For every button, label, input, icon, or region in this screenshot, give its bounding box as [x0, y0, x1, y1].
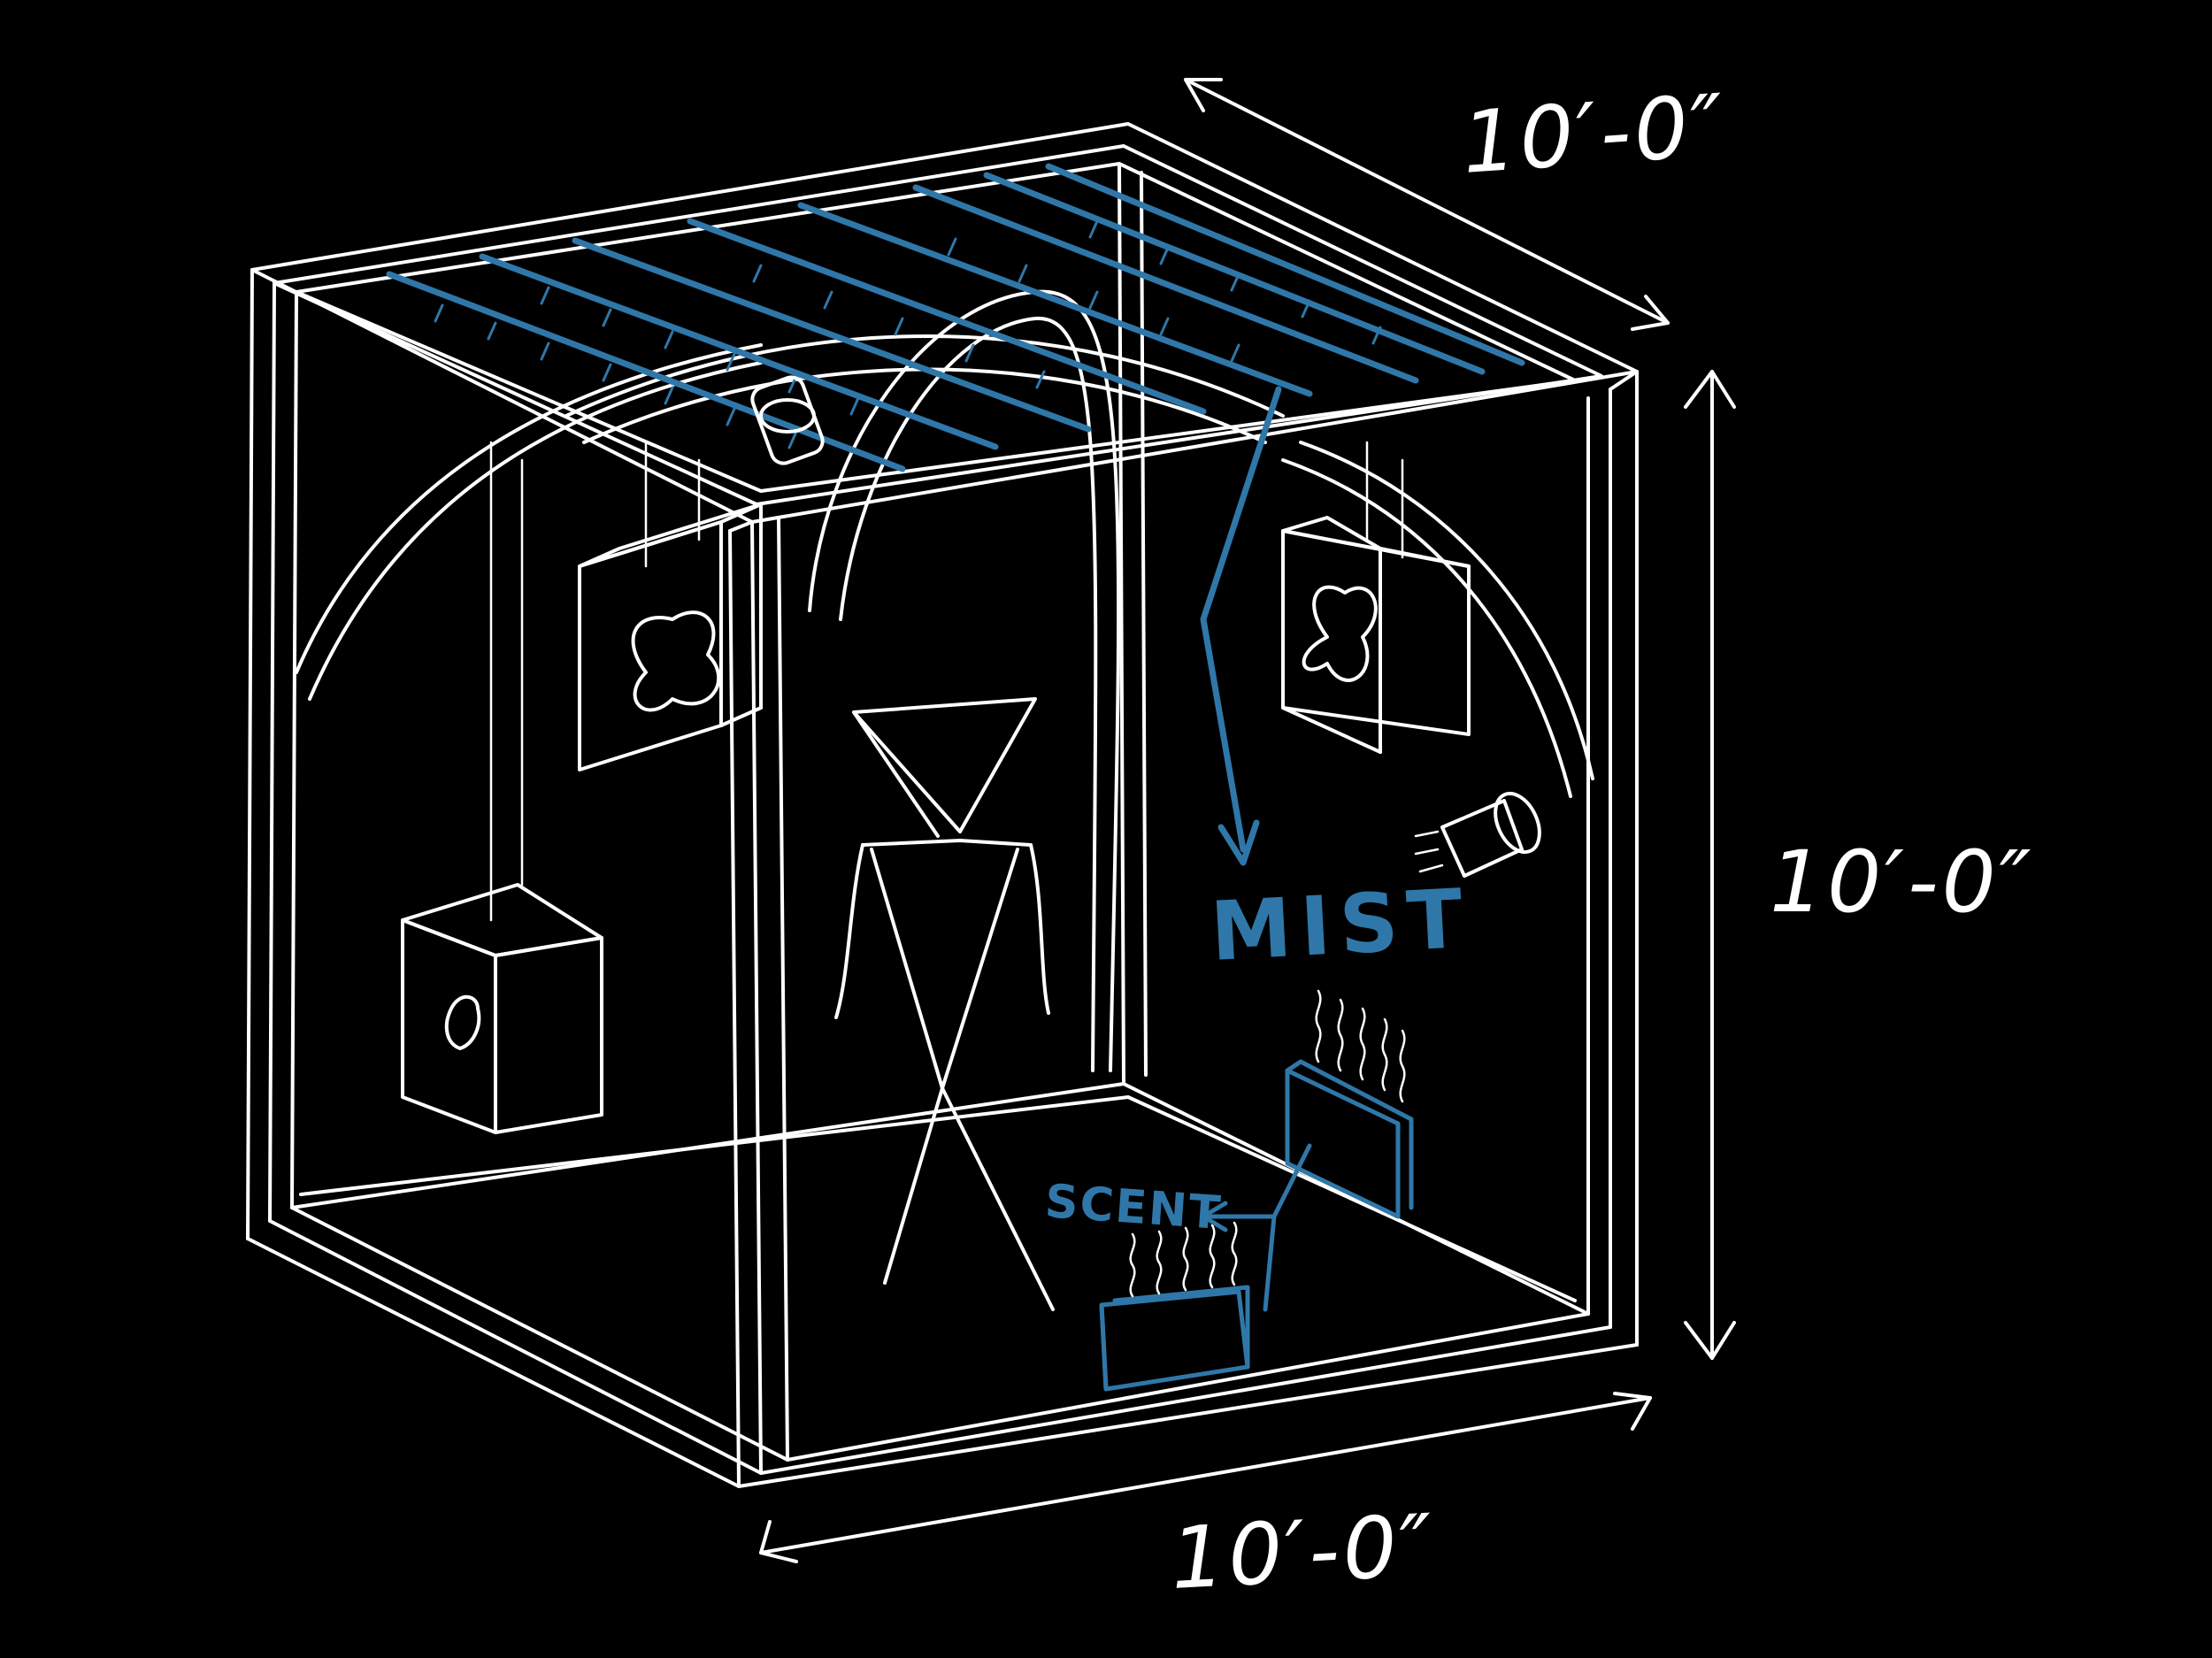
cube-frame — [246, 122, 1639, 1488]
dimension-label-bottom: 10′-0″ — [1168, 1495, 1438, 1608]
heater-icon — [1099, 1221, 1250, 1392]
person-figure — [834, 697, 1055, 1311]
mist-pipes — [386, 163, 1525, 866]
dimension-arrow-bottom — [759, 1392, 1652, 1563]
scent-leader — [1201, 1143, 1312, 1312]
mist-label: MIST — [1209, 871, 1474, 979]
dimension-label-top: 10′-0″ — [1459, 75, 1731, 193]
spotlight-icon — [750, 375, 825, 465]
scent-label: SCENT — [1043, 1175, 1224, 1240]
spotlight-icon — [1414, 791, 1541, 878]
speaker-icon — [401, 441, 603, 1134]
dimension-label-right: 10′-0″ — [1770, 833, 2035, 932]
fan-icon — [578, 441, 763, 771]
dimension-arrow-right — [1684, 370, 1736, 1360]
heater-icon — [1285, 989, 1414, 1219]
dimension-arrow-top — [1184, 78, 1670, 331]
fan-icon — [1281, 441, 1471, 754]
